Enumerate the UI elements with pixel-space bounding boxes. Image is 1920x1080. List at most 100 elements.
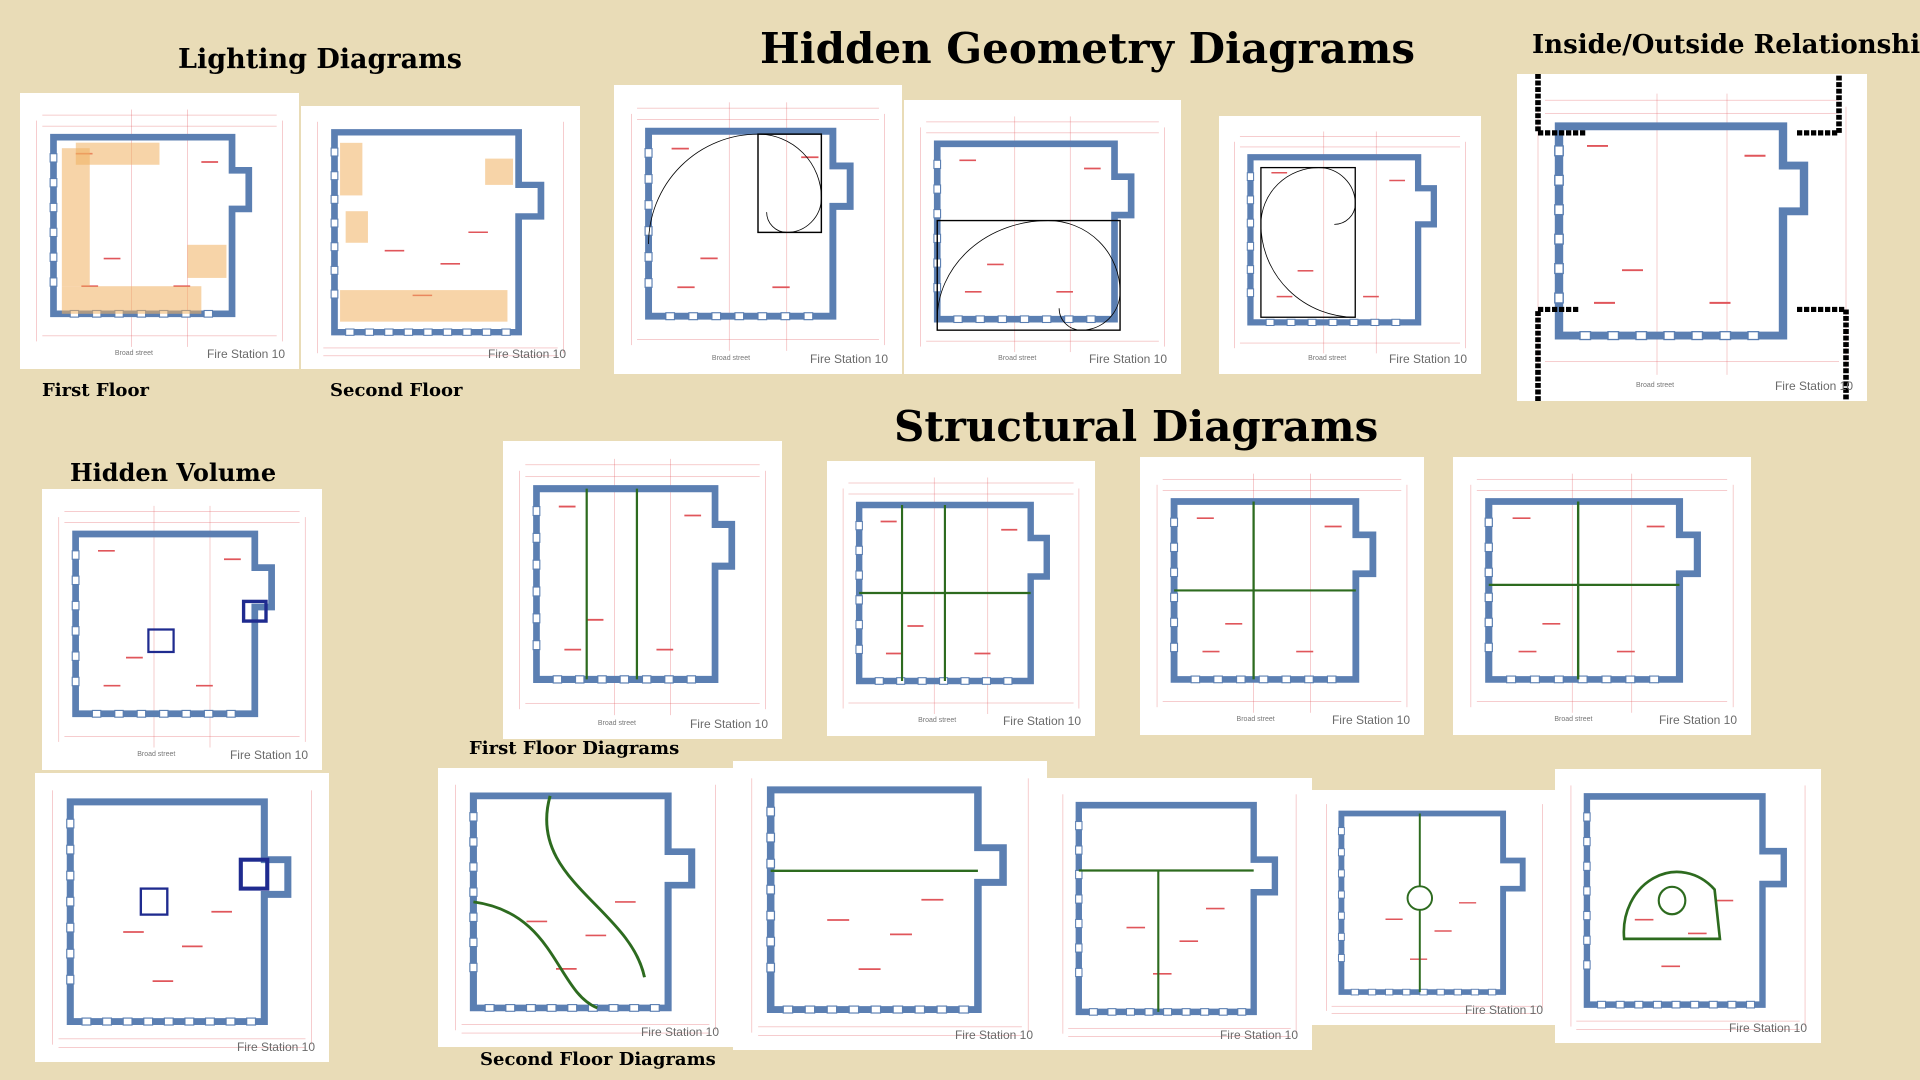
window — [114, 709, 124, 718]
window — [780, 312, 791, 321]
window — [1597, 1000, 1607, 1009]
light-zone — [345, 211, 368, 243]
structural-ring — [1657, 885, 1687, 916]
street-label: Broad street — [114, 350, 153, 357]
window — [1350, 988, 1360, 996]
window — [330, 265, 339, 275]
inside-outside-heading: Inside/Outside Relationship — [1532, 30, 1920, 60]
window — [644, 278, 653, 288]
wall — [1485, 498, 1701, 683]
window — [204, 1017, 215, 1026]
window — [1235, 675, 1246, 684]
window — [734, 312, 745, 321]
window — [66, 922, 75, 933]
structural-first-1-drawing — [503, 441, 782, 739]
window — [66, 974, 75, 985]
wall — [933, 140, 1135, 323]
structural-second-3-drawing — [1047, 778, 1312, 1050]
street-label: Broad street — [998, 355, 1037, 362]
light-zone — [187, 244, 227, 278]
window — [225, 1017, 236, 1026]
window — [1663, 331, 1676, 341]
window — [804, 1005, 816, 1014]
window — [644, 200, 653, 210]
window — [1402, 988, 1411, 996]
window — [1304, 675, 1314, 684]
window — [1553, 675, 1564, 684]
hidden-volume-heading: Hidden Volume — [70, 458, 277, 487]
window — [1246, 172, 1255, 182]
window — [1484, 517, 1493, 528]
window — [1554, 233, 1564, 245]
window — [1554, 292, 1564, 304]
geometry-1-drawing — [614, 85, 902, 374]
wall — [766, 786, 1007, 1014]
window — [1213, 675, 1223, 684]
window — [892, 1005, 904, 1014]
window — [1337, 869, 1345, 878]
window — [981, 677, 992, 685]
window — [203, 309, 214, 318]
structural-curve — [1622, 870, 1722, 941]
window — [462, 328, 472, 336]
window — [874, 677, 884, 685]
window — [766, 936, 776, 947]
window — [546, 1004, 557, 1012]
window — [1385, 988, 1394, 996]
window — [525, 1004, 536, 1012]
plan-stamp: Fire Station 10 — [487, 347, 566, 361]
wall — [469, 792, 696, 1012]
window — [552, 675, 563, 684]
window — [567, 1004, 578, 1012]
plan-stamp: Fire Station 10 — [689, 717, 768, 731]
window — [71, 600, 80, 611]
window — [641, 675, 652, 684]
plan-stamp: Fire Station 10 — [1002, 714, 1081, 728]
window — [1554, 263, 1564, 275]
window — [782, 1005, 794, 1014]
window — [1181, 1008, 1191, 1016]
window — [1218, 1008, 1228, 1016]
window — [958, 1005, 970, 1014]
window — [1419, 988, 1428, 996]
window — [66, 948, 75, 959]
window — [1326, 675, 1337, 684]
window — [766, 832, 776, 843]
window — [1265, 318, 1275, 327]
window — [384, 328, 394, 336]
window — [66, 844, 75, 855]
structural-second-2-drawing — [733, 761, 1047, 1050]
window — [330, 242, 339, 252]
window — [1529, 675, 1541, 684]
plan-stamp: Fire Station 10 — [1388, 352, 1467, 366]
window — [711, 312, 722, 321]
window — [1691, 331, 1704, 341]
wall — [1170, 498, 1377, 683]
window — [1484, 542, 1493, 553]
window — [1337, 911, 1345, 920]
window — [1246, 265, 1255, 274]
window — [1577, 675, 1588, 684]
street-label: Broad street — [1308, 355, 1347, 362]
window — [1484, 592, 1493, 603]
light-zone — [340, 290, 508, 322]
window — [848, 1005, 860, 1014]
hidden-volume — [238, 857, 270, 891]
window — [896, 677, 906, 685]
window — [1601, 675, 1612, 684]
window — [1583, 886, 1591, 896]
window — [1708, 1000, 1718, 1009]
volume-first-drawing — [42, 489, 322, 770]
window — [766, 858, 776, 869]
window — [1436, 988, 1445, 996]
wall — [1075, 801, 1279, 1016]
window — [481, 328, 492, 336]
window — [469, 837, 478, 847]
window — [855, 520, 863, 531]
street-label: Broad street — [1236, 716, 1275, 723]
window — [855, 619, 863, 630]
light-zone — [340, 142, 363, 196]
